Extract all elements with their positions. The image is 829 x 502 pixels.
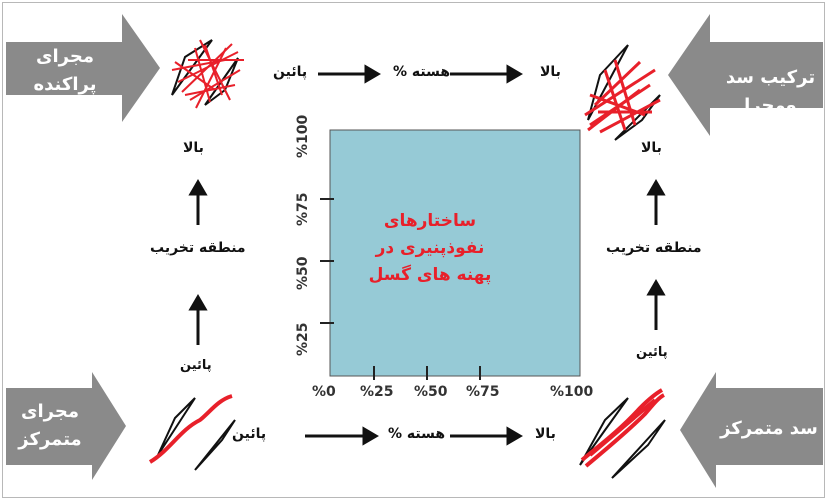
y-tick-25: %25 <box>295 322 311 356</box>
source-bottom-left: مجرای متمرکز <box>18 401 82 450</box>
fault-sketch-top-left <box>171 39 244 109</box>
left-low-label: پائین <box>180 358 212 373</box>
left-damage-label: منطقه تخریب <box>150 240 246 256</box>
source-arrow-top-right <box>668 14 823 136</box>
top-core-label: هسته % <box>393 64 451 80</box>
x-tick-50: %50 <box>414 384 448 400</box>
fault-sketch-top-right <box>584 44 661 141</box>
bottom-low-label: پائین <box>232 426 267 442</box>
y-tick-75: %75 <box>295 192 311 226</box>
source-arrow-top-left <box>6 14 160 122</box>
source-bottom-right: سد متمرکز <box>720 418 818 439</box>
bottom-core-label: هسته % <box>388 426 446 442</box>
fault-sketch-bottom-left <box>148 394 236 471</box>
bottom-high-label: بالا <box>535 426 556 442</box>
right-low-label: پائین <box>636 345 668 360</box>
source-top-left: مجرای پراکنده <box>33 46 97 95</box>
left-high-label: بالا <box>183 140 204 156</box>
x-tick-75: %75 <box>466 384 500 400</box>
x-tick-25: %25 <box>360 384 394 400</box>
central-box <box>329 129 581 377</box>
y-tick-50: %50 <box>295 256 311 290</box>
right-high-label: بالا <box>641 140 662 156</box>
top-low-label: پائین <box>273 64 308 80</box>
x-tick-100: %100 <box>550 384 594 400</box>
source-top-right: ترکیب سد ومجرا <box>725 67 816 116</box>
y-tick-100: %100 <box>295 114 311 158</box>
fault-sketch-bottom-right <box>579 388 666 479</box>
source-arrow-bottom-right <box>680 372 823 488</box>
source-arrow-bottom-left <box>6 372 126 480</box>
right-damage-label: منطقه تخریب <box>606 240 702 256</box>
x-tick-0: %0 <box>312 384 336 400</box>
center-title: ساختارهای نفوذپنیری در پهنه های گسل <box>368 211 492 285</box>
top-high-label: بالا <box>540 64 561 80</box>
